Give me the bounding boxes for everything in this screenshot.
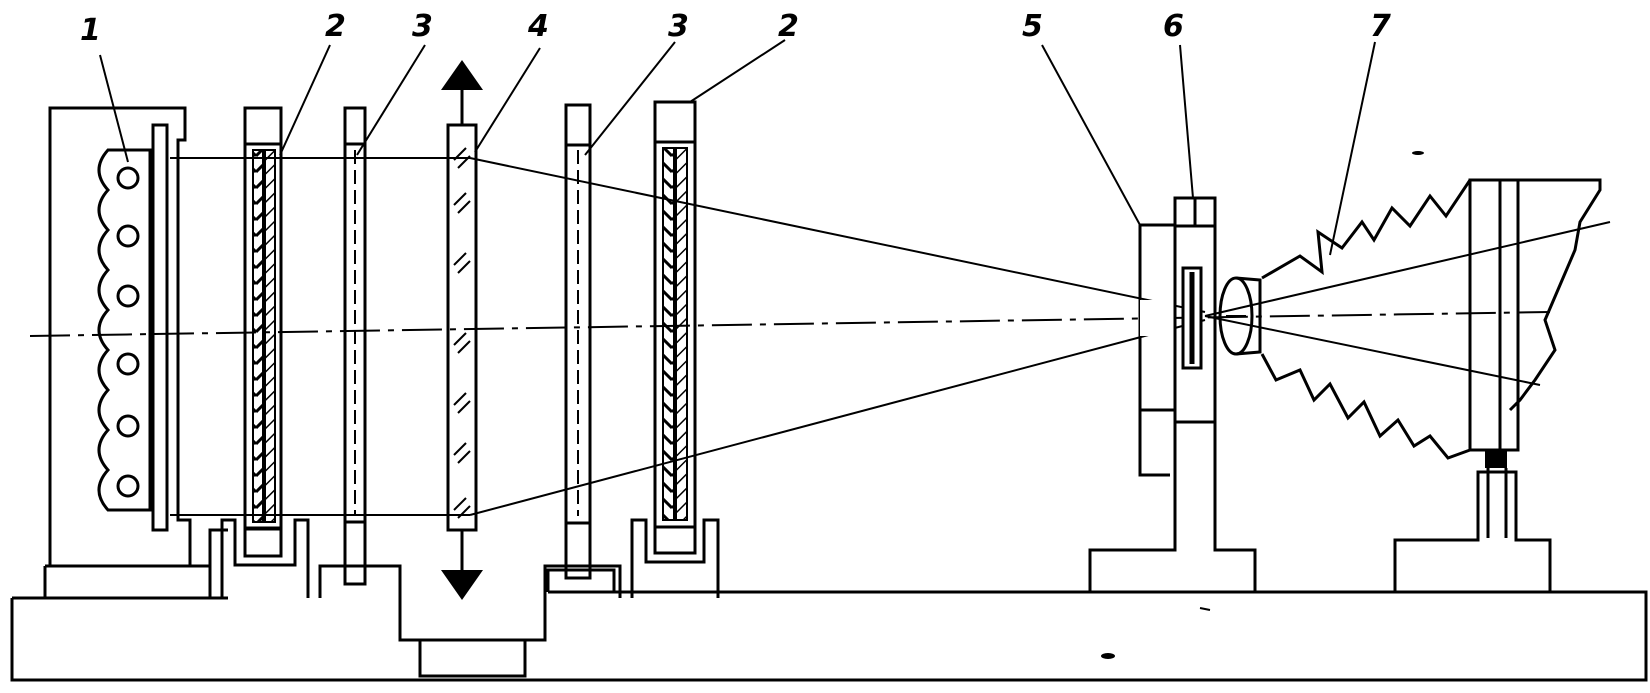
glass-plate-3-left <box>343 106 367 586</box>
callout-1: 1 <box>80 13 101 48</box>
camera-bellows-7 <box>1218 178 1602 460</box>
light-beam <box>29 157 1611 516</box>
lamp-housing <box>48 106 192 568</box>
callout-3-left: 3 <box>412 9 433 44</box>
optical-bench-base <box>10 528 1648 682</box>
callout-5: 5 <box>1022 9 1043 44</box>
callout-2-left: 2 <box>325 9 346 44</box>
slit-holder-6 <box>1088 196 1257 594</box>
camera-back-stand <box>1393 178 1552 594</box>
callout-2-right: 2 <box>778 9 799 44</box>
movable-glass-4 <box>441 60 483 600</box>
callout-3-right: 3 <box>668 9 689 44</box>
glass-plate-3-right <box>546 103 616 592</box>
callout-labels: 1 2 3 4 3 2 5 6 7 <box>80 9 1391 48</box>
filter-holder-2-left <box>220 106 310 598</box>
callout-leaders <box>99 39 1376 256</box>
callout-6: 6 <box>1163 9 1184 44</box>
print-specks <box>1101 151 1424 659</box>
callout-4: 4 <box>527 9 549 44</box>
filter-holder-2-right <box>630 100 720 598</box>
diaphragm-5 <box>1138 223 1177 477</box>
callout-7: 7 <box>1370 9 1391 44</box>
